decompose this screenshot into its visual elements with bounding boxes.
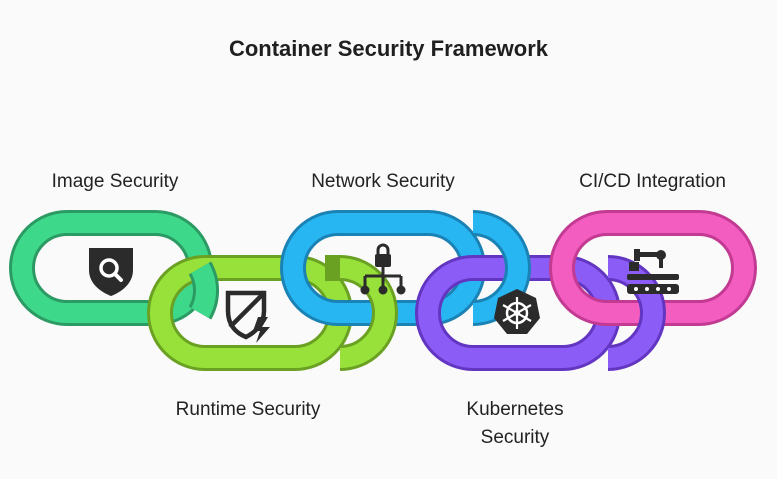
lock-network-icon (360, 243, 406, 295)
label-image-security: Image Security (51, 171, 179, 192)
diagram-title: Container Security Framework (228, 36, 549, 61)
label-network-security: Network Security (311, 171, 455, 192)
label-kubernetes-security: Kubernetes Security (466, 399, 564, 448)
shield-off-bolt-icon (225, 290, 270, 343)
label-cicd-integration: CI/CD Integration (579, 171, 726, 192)
label-runtime-security: Runtime Security (175, 399, 321, 420)
shield-search-icon (89, 248, 133, 296)
kubernetes-helm-icon (494, 289, 540, 334)
robot-arm-conveyor-icon (627, 249, 679, 294)
